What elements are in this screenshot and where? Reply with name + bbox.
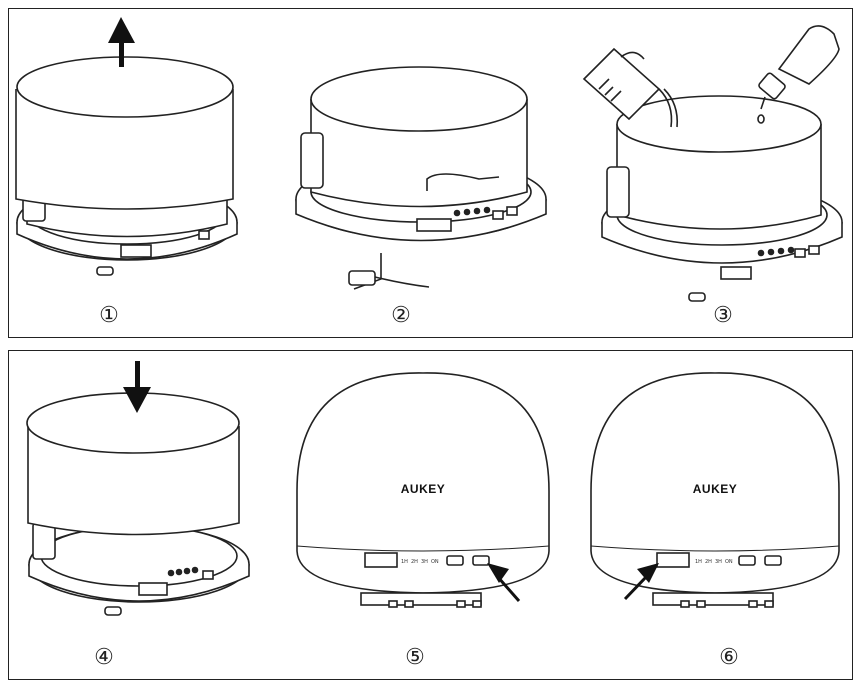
step-number-5: ⑤ [405,645,425,670]
step-number-3: ③ [713,303,733,328]
step-number-2: ② [391,303,411,328]
step-1-illustration [15,17,843,302]
timer-1h-5: 1H [401,559,408,565]
step-number-4: ④ [94,645,114,670]
pointer-arrow-icon [623,563,659,601]
pointer-arrow-icon [487,563,521,602]
measuring-cup-icon [582,47,679,128]
timer-on-5: ON [431,559,439,565]
brand-logo-6: AUKEY [693,482,738,496]
timer-3h-5: 3H [421,559,428,565]
timer-on-6: ON [725,559,733,565]
timer-2h-5: 2H [411,559,418,565]
bottom-illustrations: AUKEY 1H 2H 3H ON AUKEY 1H 2H 3H ON [26,361,840,616]
timer-1h-6: 1H [695,559,702,565]
oil-bottle-icon [757,25,840,124]
arrow-down-icon [123,361,151,413]
bottom-panel: AUKEY 1H 2H 3H ON AUKEY 1H 2H 3H ON [8,350,853,680]
brand-logo-5: AUKEY [401,482,446,496]
arrow-up-icon [108,17,135,67]
step-number-6: ⑥ [719,645,739,670]
timer-3h-6: 3H [715,559,722,565]
step-number-1: ① [99,303,119,328]
timer-2h-6: 2H [705,559,712,565]
top-panel: ① ② ③ [8,8,853,338]
